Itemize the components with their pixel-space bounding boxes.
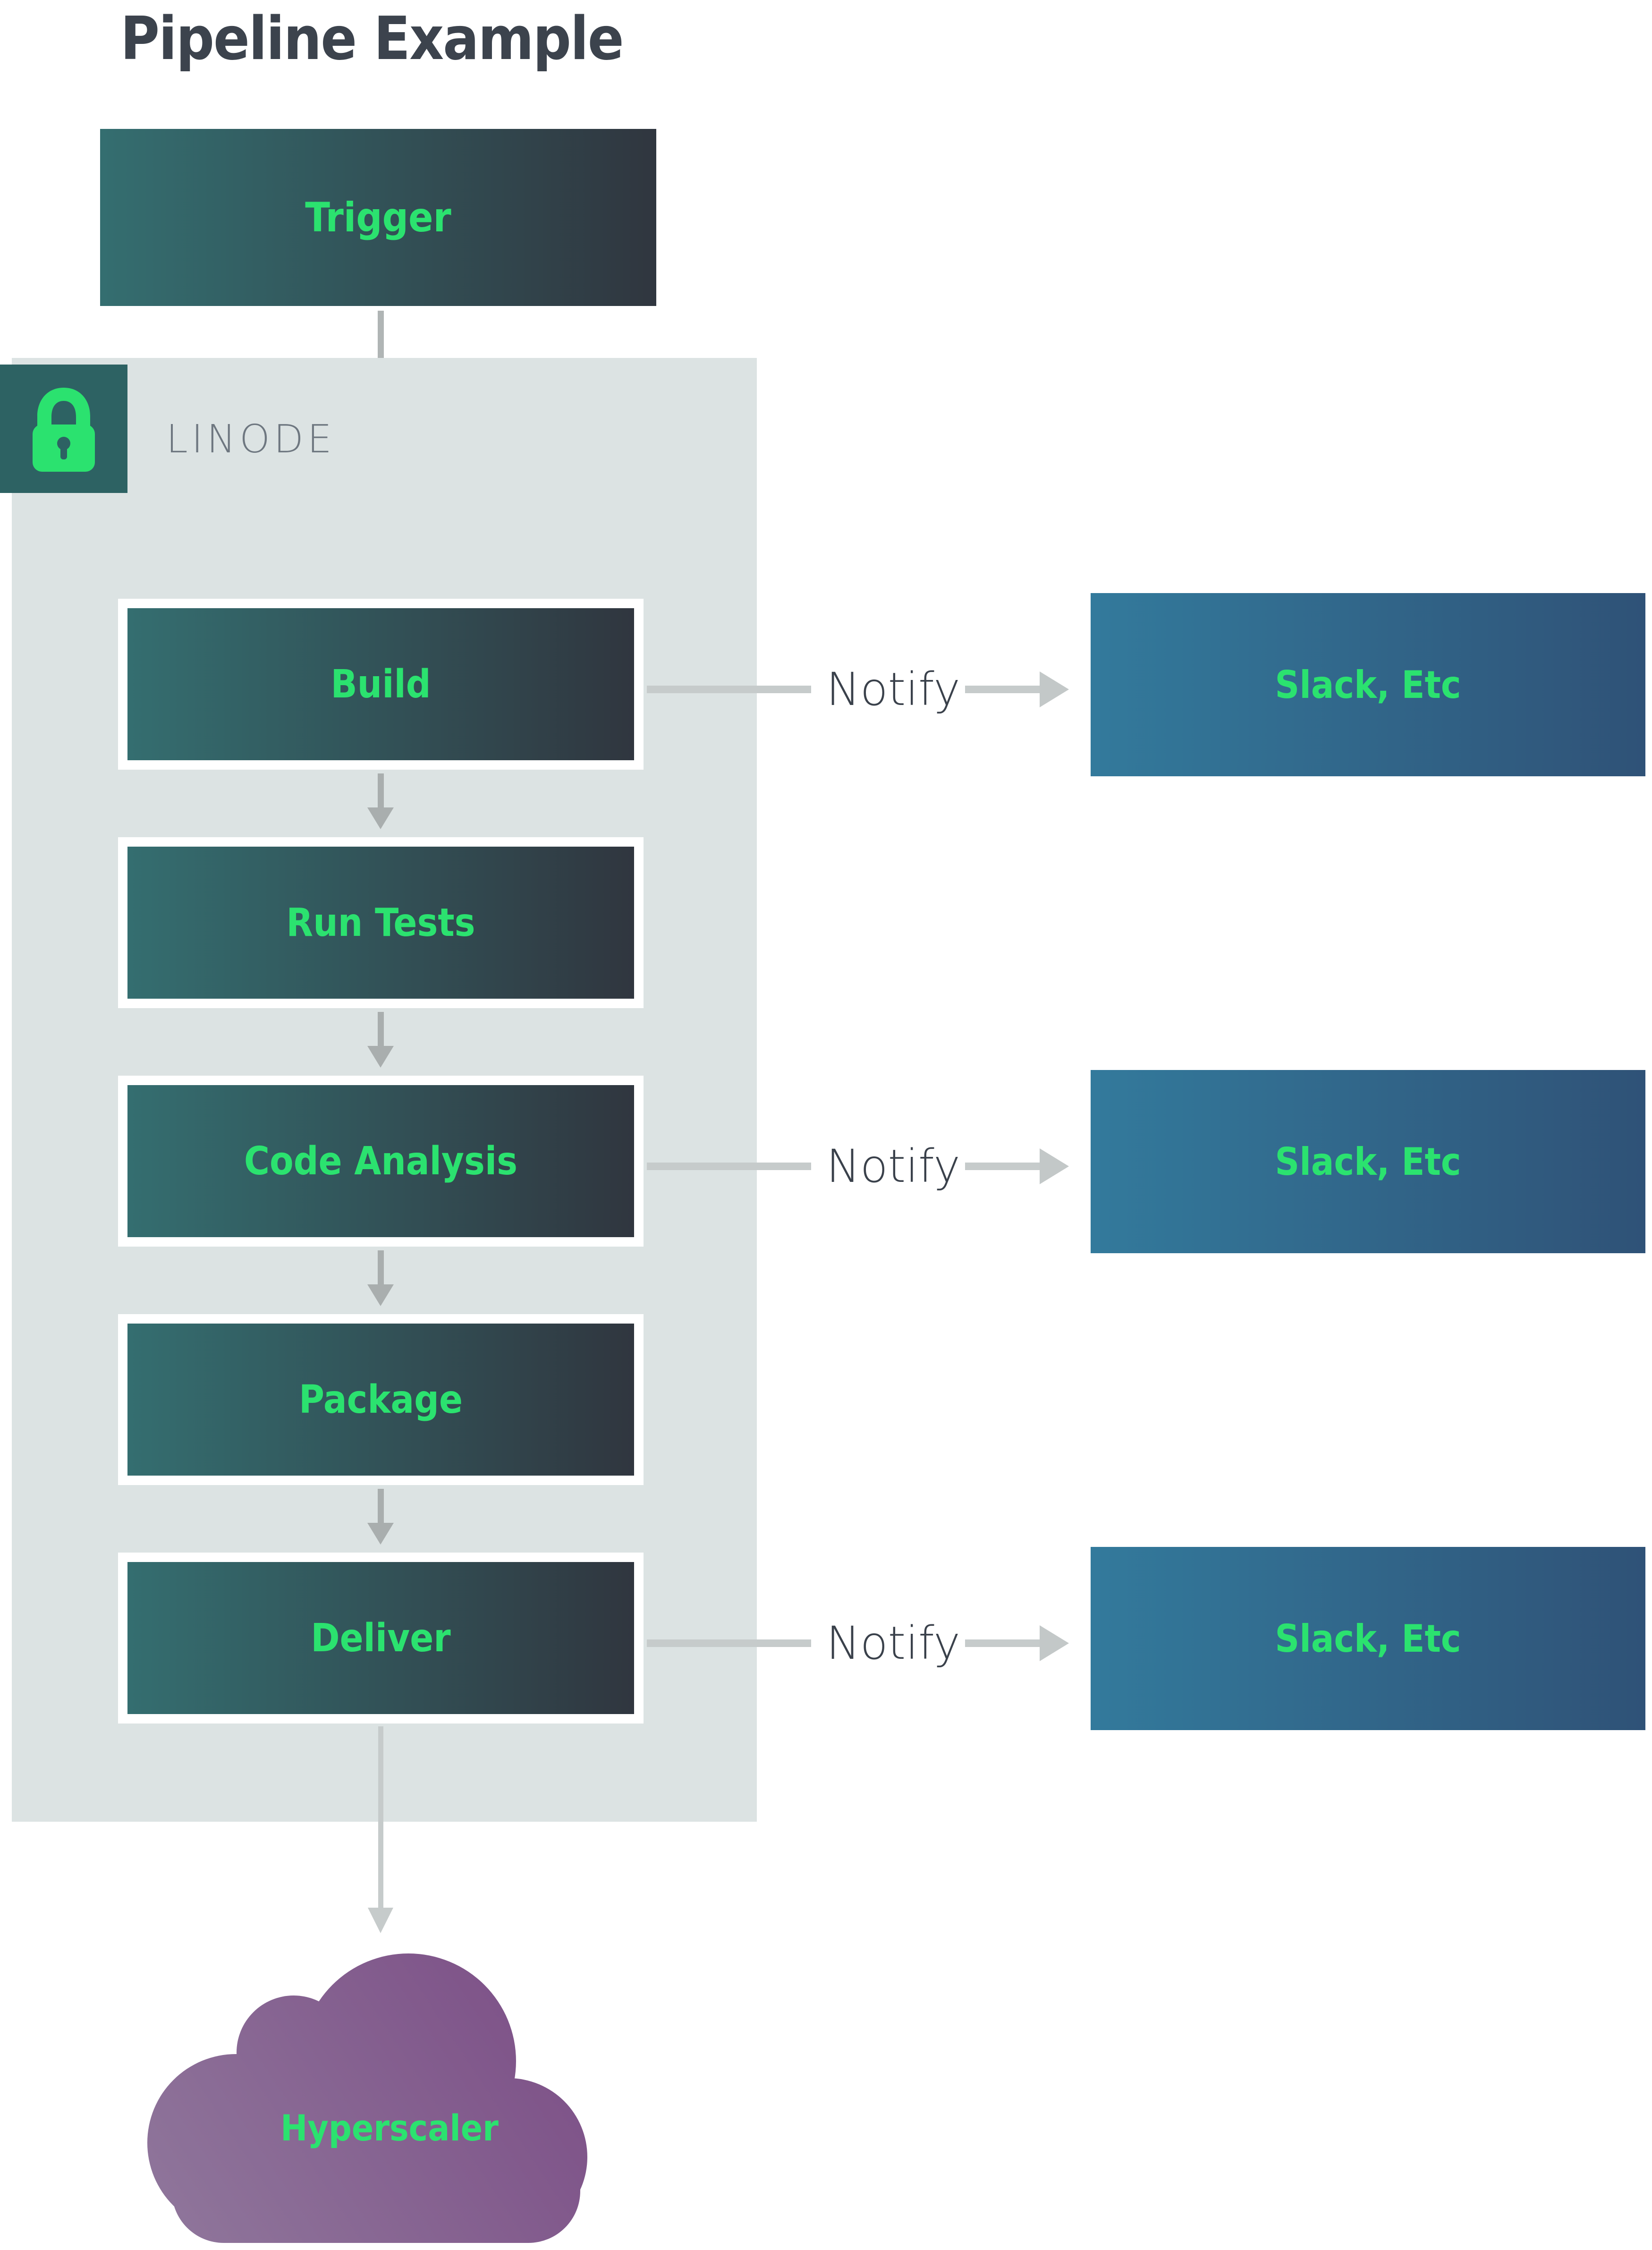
notify-label-code-analysis: Notify bbox=[826, 1140, 960, 1193]
stage-label: Code Analysis bbox=[244, 1138, 518, 1184]
arrow-package-to-deliver-head bbox=[367, 1523, 394, 1545]
hyperscaler-label: Hyperscaler bbox=[280, 2107, 499, 2149]
lock-badge bbox=[0, 365, 127, 493]
stage-label: Deliver bbox=[311, 1615, 451, 1661]
arrow-code-analysis-to-package-head bbox=[367, 1284, 394, 1306]
trigger-label: Trigger bbox=[305, 194, 451, 241]
arrow-code-analysis-to-package bbox=[378, 1250, 384, 1284]
notify-line-code-analysis bbox=[647, 1163, 811, 1170]
notify-arrow-head-build bbox=[1040, 671, 1069, 707]
lock-icon bbox=[26, 383, 102, 475]
notify-arrow-line-code-analysis bbox=[965, 1163, 1041, 1170]
notify-label-deliver: Notify bbox=[826, 1617, 960, 1670]
notify-arrow-line-deliver bbox=[965, 1639, 1041, 1647]
stage-label: Build bbox=[330, 662, 431, 707]
notify-label-build: Notify bbox=[826, 663, 960, 716]
slack-node-code-analysis: Slack, Etc bbox=[1091, 1070, 1645, 1253]
stage-node-deliver: Deliver bbox=[118, 1553, 644, 1724]
stage-node-package: Package bbox=[118, 1314, 644, 1485]
slack-label: Slack, Etc bbox=[1275, 1616, 1461, 1661]
slack-node-build: Slack, Etc bbox=[1091, 593, 1645, 776]
stage-node-build: Build bbox=[118, 599, 644, 770]
arrow-run-tests-to-code-analysis bbox=[378, 1012, 384, 1046]
notify-arrow-head-deliver bbox=[1040, 1625, 1069, 1661]
notify-line-build bbox=[647, 686, 811, 693]
arrow-deliver-to-cloud bbox=[378, 1726, 383, 1908]
page-title: Pipeline Example bbox=[120, 4, 624, 73]
slack-node-deliver: Slack, Etc bbox=[1091, 1547, 1645, 1730]
cloud-shape bbox=[147, 1953, 587, 2243]
arrow-build-to-run-tests-head bbox=[367, 807, 394, 829]
arrow-build-to-run-tests bbox=[378, 773, 384, 807]
hyperscaler-cloud bbox=[139, 1936, 611, 2248]
linode-label: LINODE bbox=[166, 416, 336, 462]
notify-arrow-head-code-analysis bbox=[1040, 1148, 1069, 1184]
stage-node-code-analysis: Code Analysis bbox=[118, 1076, 644, 1247]
trigger-node: Trigger bbox=[100, 129, 656, 306]
slack-label: Slack, Etc bbox=[1275, 662, 1461, 707]
arrow-package-to-deliver bbox=[378, 1489, 384, 1523]
stage-node-run-tests: Run Tests bbox=[118, 837, 644, 1008]
slack-label: Slack, Etc bbox=[1275, 1139, 1461, 1184]
arrow-run-tests-to-code-analysis-head bbox=[367, 1046, 394, 1068]
notify-line-deliver bbox=[647, 1639, 811, 1647]
notify-arrow-line-build bbox=[965, 686, 1041, 693]
stage-label: Package bbox=[298, 1377, 463, 1422]
stage-label: Run Tests bbox=[286, 900, 475, 945]
arrow-deliver-to-cloud-head bbox=[368, 1908, 393, 1933]
